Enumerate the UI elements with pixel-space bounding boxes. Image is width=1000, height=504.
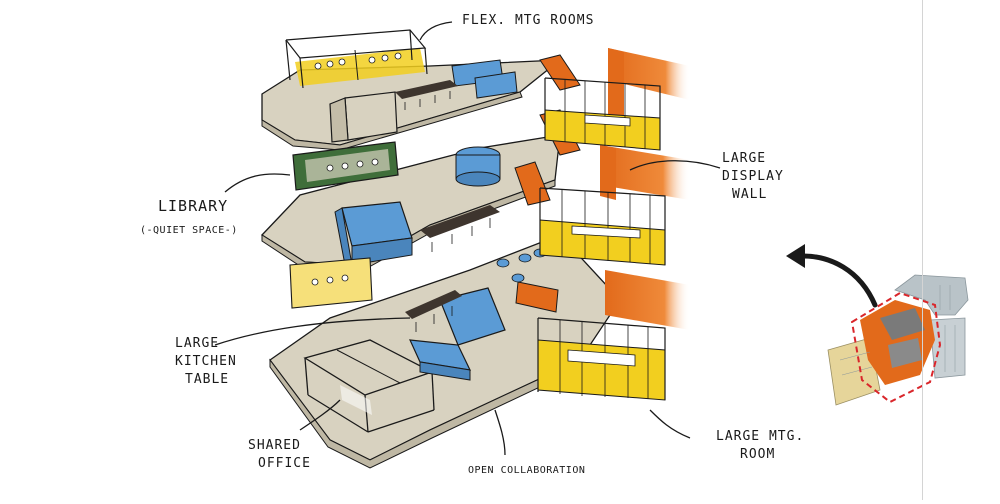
leader-mtg-room [649,409,691,439]
shared-office [303,339,435,433]
round-pod-middle [455,146,501,187]
large-meeting-room [537,317,666,401]
divider [922,0,923,500]
label-shared-office-2: OFFICE [258,456,311,471]
label-kitchen-1: LARGE [175,336,220,351]
library-quiet-space [292,141,399,191]
leader-library [224,173,291,193]
label-kitchen-2: KITCHEN [175,354,237,369]
flex-meeting-rooms [285,29,428,89]
label-display-wall-3: WALL [732,187,768,202]
blue-booth-top [451,59,518,99]
blue-pod-middle [334,201,413,266]
leader-shared-office [299,399,341,431]
label-flex-mtg-rooms: FLEX. MTG ROOMS [462,13,595,28]
label-display-wall-2: DISPLAY [722,169,784,184]
orange-bench-bottom [515,281,559,313]
leader-kitchen-table [214,317,411,346]
label-display-wall-1: LARGE [722,151,767,166]
small-yellow-room-middle [289,257,373,309]
label-large-mtg-room-2: ROOM [740,447,776,462]
leader-lines [214,21,721,456]
pod-box-top [329,91,398,143]
large-display-wall-room [539,187,666,266]
pointer-arrow [786,244,878,308]
label-large-mtg-room-1: LARGE MTG. [716,429,805,444]
leader-display-wall [629,160,721,171]
label-kitchen-3: TABLE [185,372,230,387]
label-library: LIBRARY [158,197,229,215]
orange-core-wall [600,48,690,330]
long-table-middle [420,205,500,252]
label-open-collaboration: OPEN COLLABORATION [468,465,586,476]
leader-flex-mtg [419,21,453,41]
key-plan [827,274,969,406]
leader-open-collab [494,409,506,456]
key-plan-boundary [850,291,942,404]
label-shared-office-1: SHARED [248,438,301,453]
long-table-top [395,80,458,110]
arrow-head-icon [786,244,805,268]
blue-lounge-bottom [409,287,506,381]
label-library-sub: (-QUIET SPACE-) [140,225,238,236]
large-kitchen-table [405,290,462,332]
meeting-room-top [544,77,661,151]
